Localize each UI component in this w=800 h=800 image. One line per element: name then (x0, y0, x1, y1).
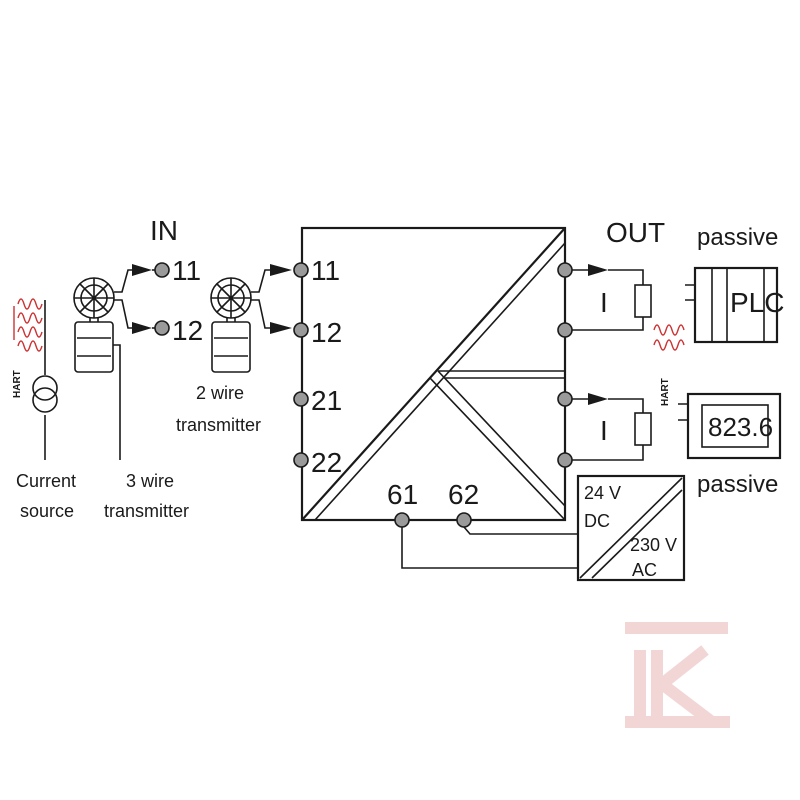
terminal-3wire-11 (154, 262, 170, 278)
hart-label-right: HART (660, 378, 671, 406)
display-passive-label: passive (697, 471, 778, 498)
watermark-logo (625, 622, 730, 728)
terminal-label-in-21: 21 (311, 385, 342, 416)
output2-current-symbol: I (600, 415, 608, 446)
label-current-line2: source (20, 501, 74, 521)
terminal-in-22 (293, 452, 309, 468)
terminal-out1-b (557, 322, 573, 338)
terminal-power-62 (456, 512, 472, 528)
display-value: 823.6 (708, 412, 773, 442)
isolation-diagonal (301, 227, 566, 521)
terminal-label-3wire-12: 12 (172, 315, 203, 346)
terminal-label-in-12: 12 (311, 317, 342, 348)
terminal-in-11 (293, 262, 309, 278)
terminal-out1-a (557, 262, 573, 278)
output-heading: OUT (606, 217, 665, 248)
terminal-out2-b (557, 452, 573, 468)
current-source-icon (32, 300, 58, 460)
power-terminal-label-62: 62 (448, 479, 479, 510)
hart-signal-left: HART (12, 298, 43, 398)
label-current-line1: Current (16, 471, 76, 491)
isolator-module (300, 226, 567, 522)
power-terminal-label-61: 61 (387, 479, 418, 510)
label-2wire-line2: transmitter (176, 415, 261, 435)
power-diagonal (429, 370, 566, 521)
ac-label: AC (632, 560, 657, 580)
hart-label-left: HART (12, 370, 23, 398)
terminal-label-in-11: 11 (311, 255, 340, 286)
power-supply-module: 24 V DC 230 V AC (576, 474, 686, 582)
digital-display-device: 823.6 (678, 392, 782, 460)
terminal-3wire-12 (154, 320, 170, 336)
channel-separator (438, 370, 565, 379)
terminal-in-21 (293, 391, 309, 407)
plc-passive-label: passive (697, 224, 778, 251)
terminal-power-61 (394, 512, 410, 528)
terminal-out2-a (557, 391, 573, 407)
hart-signal-right: HART (653, 324, 685, 406)
label-3wire-line1: 3 wire (126, 471, 174, 491)
load-resistor-1 (634, 284, 652, 318)
terminal-label-in-22: 22 (311, 447, 342, 478)
transmitter-3wire-icon (73, 277, 115, 373)
ac-voltage-label: 230 V (630, 535, 677, 555)
terminal-in-12 (293, 322, 309, 338)
transmitter-2wire-icon (210, 277, 252, 373)
isolator-housing (300, 226, 567, 522)
output1-current-symbol: I (600, 287, 608, 318)
load-resistor-2 (634, 412, 652, 446)
label-2wire-line1: 2 wire (196, 383, 244, 403)
dc-voltage-label: 24 V (584, 483, 621, 503)
plc-device: PLC (685, 266, 784, 344)
input-heading: IN (150, 215, 178, 246)
label-3wire-line2: transmitter (104, 501, 189, 521)
dc-label: DC (584, 511, 610, 531)
plc-label: PLC (730, 287, 784, 318)
terminal-label-3wire-11: 11 (172, 255, 201, 286)
